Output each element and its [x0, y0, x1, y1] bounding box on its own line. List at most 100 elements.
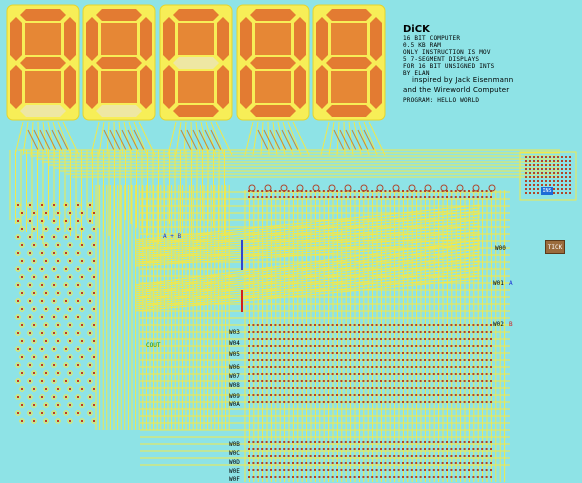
logic-gate-core: [81, 388, 83, 390]
controller-cell: [533, 184, 535, 186]
memory-cell: [318, 366, 321, 368]
logic-gate: [43, 370, 49, 376]
memory-cell: [349, 380, 352, 382]
memory-cell: [393, 469, 396, 471]
logic-gate-core: [53, 300, 55, 302]
logic-gate: [19, 354, 25, 360]
logic-gate: [43, 226, 49, 232]
memory-cell: [490, 345, 492, 347]
memory-cell: [424, 441, 426, 443]
logic-gate-core: [45, 212, 47, 214]
memory-cell: [261, 366, 264, 368]
memory-cell: [362, 476, 365, 478]
memory-cell: [318, 448, 321, 450]
memory-cell: [419, 401, 422, 403]
memory-cell: [287, 345, 290, 347]
memory-cell: [314, 448, 316, 450]
memory-cell: [287, 373, 290, 375]
memory-cell: [393, 366, 396, 368]
memory-cell: [358, 387, 360, 389]
decoder-gate: [363, 129, 375, 151]
memory-cell: [340, 324, 343, 326]
memory-cell: [309, 352, 312, 354]
program-label: PROGRAM: HELLO WORLD: [403, 97, 480, 104]
decoder-gate: [39, 129, 51, 151]
memory-cell: [331, 448, 334, 450]
controller-cell: [549, 168, 551, 170]
controller-cell: [569, 160, 571, 162]
logic-gate-core: [69, 308, 71, 310]
logic-gate-core: [45, 292, 47, 294]
memory-cell: [463, 380, 466, 382]
memory-cell: [437, 345, 440, 347]
logic-gate-core: [69, 372, 71, 374]
memory-cell: [459, 338, 462, 340]
memory-cell: [256, 469, 259, 471]
memory-cell: [380, 373, 382, 375]
memory-cell: [287, 359, 290, 361]
logic-gate: [43, 274, 49, 280]
memory-cell: [406, 441, 409, 443]
memory-cell: [402, 462, 404, 464]
memory-cell: [314, 387, 316, 389]
memory-cell: [441, 387, 444, 389]
memory-cell: [283, 476, 286, 478]
controller-cell: [565, 164, 567, 166]
memory-cell: [283, 401, 286, 403]
memory-cell: [362, 196, 365, 198]
memory-cell: [296, 359, 299, 361]
memory-cell: [424, 469, 426, 471]
logic-gate: [67, 258, 73, 264]
memory-cell: [265, 476, 268, 478]
memory-cell: [485, 331, 488, 333]
tick-button[interactable]: TICK: [545, 240, 565, 254]
memory-cell: [432, 448, 435, 450]
memory-cell: [309, 469, 312, 471]
memory-cell: [318, 401, 321, 403]
memory-cell: [375, 345, 378, 347]
memory-cell: [274, 394, 277, 396]
logic-gate-core: [53, 412, 55, 414]
logic-gate: [51, 330, 57, 336]
decoder-wire: [14, 121, 24, 156]
memory-cell: [380, 401, 382, 403]
segment-f: [10, 17, 22, 61]
adder-wire: [134, 228, 481, 257]
memory-cell: [248, 394, 250, 396]
memory-cell: [476, 394, 479, 396]
memory-cell: [410, 441, 413, 443]
memory-cell: [353, 331, 356, 333]
memory-cell: [292, 380, 294, 382]
cout-label: COUT: [146, 342, 161, 349]
memory-cell: [248, 462, 250, 464]
memory-cell: [463, 401, 466, 403]
logic-gate: [51, 234, 57, 240]
memory-cell: [322, 476, 325, 478]
digit-lower-window: [178, 71, 214, 103]
controller-cell: [553, 164, 555, 166]
memory-cell: [314, 401, 316, 403]
controller-cell: [565, 160, 567, 162]
memory-cell: [410, 366, 413, 368]
memory-cell: [309, 366, 312, 368]
memory-cell: [371, 331, 374, 333]
logic-gate-core: [65, 380, 67, 382]
memory-cell: [336, 476, 338, 478]
logic-gate-core: [65, 332, 67, 334]
segment-d: [173, 105, 219, 117]
controller-cell: [553, 176, 555, 178]
controller-cell: [537, 164, 539, 166]
memory-cell: [410, 455, 413, 457]
memory-cell: [490, 359, 492, 361]
logic-gate: [19, 418, 25, 424]
logic-gate: [39, 330, 45, 336]
memory-cell: [476, 441, 479, 443]
computer-title: DiCK: [403, 24, 430, 35]
memory-cell: [459, 196, 462, 198]
memory-cell: [252, 455, 255, 457]
memory-cell: [424, 352, 426, 354]
memory-cell: [358, 455, 360, 457]
memory-cell: [252, 196, 255, 198]
memory-cell: [424, 380, 426, 382]
memory-cell: [388, 190, 391, 192]
